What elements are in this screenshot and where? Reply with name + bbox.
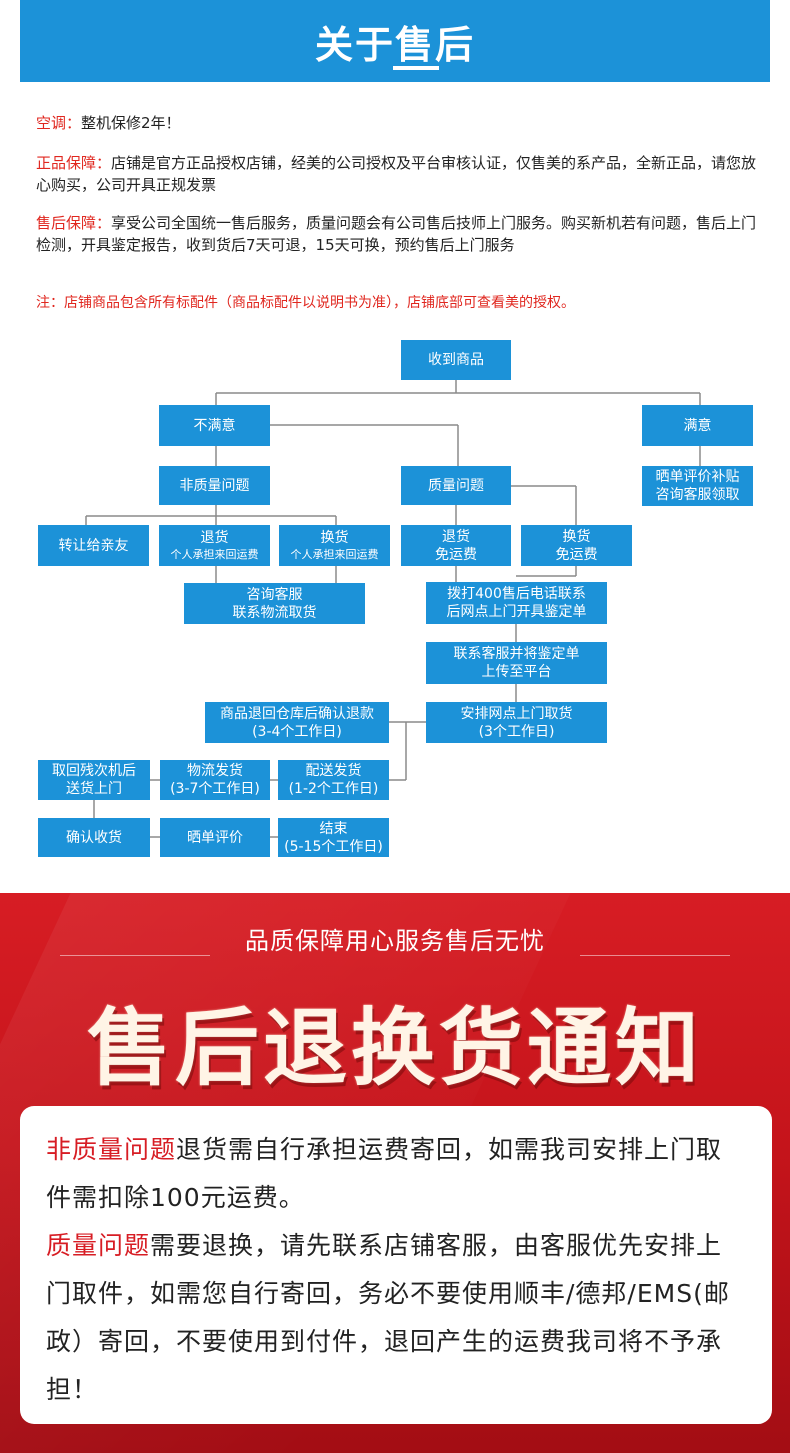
flow-review-bonus: 晒单评价补贴 咨询客服领取 <box>642 466 753 506</box>
flow-receive-text: 收到商品 <box>428 352 484 368</box>
flow-nonquality-text: 非质量问题 <box>179 477 250 494</box>
aftersale-guarantee: 售后保障：享受公司全国统一售后服务，质量问题会有公司售后技师上门服务。购买新机若… <box>36 212 758 256</box>
flow-delivery: 配送发货 (1-2个工作日) <box>278 760 389 800</box>
flow-satisfied: 满意 <box>642 405 753 446</box>
slogan-divider-left <box>60 955 210 956</box>
flow-retrieve: 取回残次机后 送货上门 <box>38 760 150 800</box>
flow-satisfied-text: 满意 <box>683 417 712 434</box>
flow-contact-line2: 上传至平台 <box>481 664 552 680</box>
page-title: 关于售后 <box>314 23 475 67</box>
notice-card: 非质量问题退货需自行承担运费寄回，如需我司安排上门取件需扣除100元运费。 质量… <box>20 1106 772 1424</box>
flow-refund-line2: (3-4个工作日) <box>252 723 342 740</box>
genuine-label: 正品保障： <box>36 154 112 172</box>
flow-end-line1: 结束 <box>319 820 348 837</box>
flow-q-return-sub: 免运费 <box>435 546 477 563</box>
flow-nq-return: 退货 个人承担来回运费 <box>159 525 270 566</box>
quality-text: 需要退换，请先联系店铺客服，由客服优先安排上门取件，如需您自行寄回，务必不要使用… <box>46 1231 730 1404</box>
flow-q-exchange: 换货 免运费 <box>521 525 632 566</box>
flow-nonquality: 非质量问题 <box>159 466 270 505</box>
flow-quality: 质量问题 <box>401 466 511 505</box>
flow-pickup-line2: (3个工作日) <box>478 723 555 740</box>
flow-retrieve-line1: 取回残次机后 <box>52 763 136 779</box>
flow-consult-line2: 联系物流取货 <box>232 604 317 621</box>
flowchart-connectors <box>85 380 701 838</box>
accessory-note: 注：店铺商品包含所有标配件（商品标配件以说明书为准），店铺底部可查看美的授权。 <box>36 295 575 311</box>
flow-confirm-receipt: 确认收货 <box>38 818 150 857</box>
flow-refund-line1: 商品退回仓库后确认退款 <box>220 705 374 722</box>
flow-pickup-line1: 安排网点上门取货 <box>460 705 573 722</box>
flow-q-return: 退货 免运费 <box>401 525 511 566</box>
flow-unsatisfied: 不满意 <box>159 405 270 446</box>
flow-retrieve-line2: 送货上门 <box>66 781 122 797</box>
flow-end-line2: (5-15个工作日) <box>284 838 383 855</box>
notice-body: 非质量问题退货需自行承担运费寄回，如需我司安排上门取件需扣除100元运费。 质量… <box>46 1126 746 1414</box>
header-banner: 关于售后 <box>20 0 770 82</box>
service-slogan: 品质保障用心服务售后无忧 <box>245 927 545 955</box>
aircon-text: 整机保修2年！ <box>81 114 181 132</box>
flow-nq-exchange-sub: 个人承担来回运费 <box>290 548 379 561</box>
flow-nq-exchange: 换货 个人承担来回运费 <box>279 525 390 566</box>
flow-nq-exchange-text: 换货 <box>320 530 349 546</box>
flow-logistics: 物流发货 (3-7个工作日) <box>160 760 270 800</box>
flow-dial-line1: 拨打400售后电话联系 <box>447 586 586 602</box>
flow-logistics-line1: 物流发货 <box>187 763 243 779</box>
flow-confirm-text: 确认收货 <box>66 829 122 846</box>
flow-transfer-text: 转让给亲友 <box>58 537 129 554</box>
title-underline <box>393 66 439 70</box>
flow-dial-line2: 后网点上门开具鉴定单 <box>446 604 587 620</box>
flow-logistics-line2: (3-7个工作日) <box>170 781 260 797</box>
quality-label: 质量问题 <box>46 1231 151 1260</box>
flow-transfer: 转让给亲友 <box>38 525 149 566</box>
flow-review-bonus-line2: 咨询客服领取 <box>655 487 740 503</box>
flow-consult-line1: 咨询客服 <box>246 586 303 603</box>
genuine-text: 店铺是官方正品授权店铺，经美的公司授权及平台审核认证，仅售美的系产品，全新正品，… <box>36 154 757 194</box>
aircon-label: 空调： <box>36 114 82 132</box>
flow-refund: 商品退回仓库后确认退款 (3-4个工作日) <box>205 702 389 743</box>
slogan-divider-right <box>580 955 730 956</box>
flow-pickup: 安排网点上门取货 (3个工作日) <box>426 702 607 743</box>
flow-dial-hotline: 拨打400售后电话联系 后网点上门开具鉴定单 <box>426 582 607 624</box>
return-notice-banner: 品质保障用心服务售后无忧 售后退换货通知 非质量问题退货需自行承担运费寄回，如需… <box>0 893 790 1453</box>
flow-q-return-text: 退货 <box>442 528 470 545</box>
flow-review-text: 晒单评价 <box>187 829 243 846</box>
flow-delivery-line2: (1-2个工作日) <box>288 781 379 797</box>
flow-contact-upload: 联系客服并将鉴定单 上传至平台 <box>426 642 607 684</box>
flow-end: 结束 (5-15个工作日) <box>278 818 389 857</box>
flow-q-exchange-text: 换货 <box>562 528 591 545</box>
flow-unsatisfied-text: 不满意 <box>193 417 236 434</box>
flow-delivery-line1: 配送发货 <box>305 763 362 779</box>
flow-quality-text: 质量问题 <box>428 477 484 494</box>
flow-consult-service: 咨询客服 联系物流取货 <box>184 583 365 624</box>
aftersale-label: 售后保障： <box>36 214 112 232</box>
notice-title: 售后退换货通知 <box>86 999 703 1097</box>
aircon-warranty: 空调：整机保修2年！ <box>36 112 758 134</box>
flow-nq-return-sub: 个人承担来回运费 <box>170 548 259 561</box>
flow-review-bonus-line1: 晒单评价补贴 <box>655 469 740 485</box>
flow-nq-return-text: 退货 <box>200 530 229 546</box>
aftersale-text: 享受公司全国统一售后服务，质量问题会有公司售后技师上门服务。购买新机若有问题，售… <box>36 214 757 254</box>
flow-review: 晒单评价 <box>160 818 270 857</box>
flow-receive-goods: 收到商品 <box>401 340 511 380</box>
flow-contact-line1: 联系客服并将鉴定单 <box>453 646 580 662</box>
flow-q-exchange-sub: 免运费 <box>555 546 598 563</box>
nonquality-text: 退货需自行承担运费寄回，如需我司安排上门取件需扣除100元运费。 <box>46 1135 723 1212</box>
nonquality-label: 非质量问题 <box>46 1135 177 1164</box>
genuine-guarantee: 正品保障：店铺是官方正品授权店铺，经美的公司授权及平台审核认证，仅售美的系产品，… <box>36 152 758 196</box>
